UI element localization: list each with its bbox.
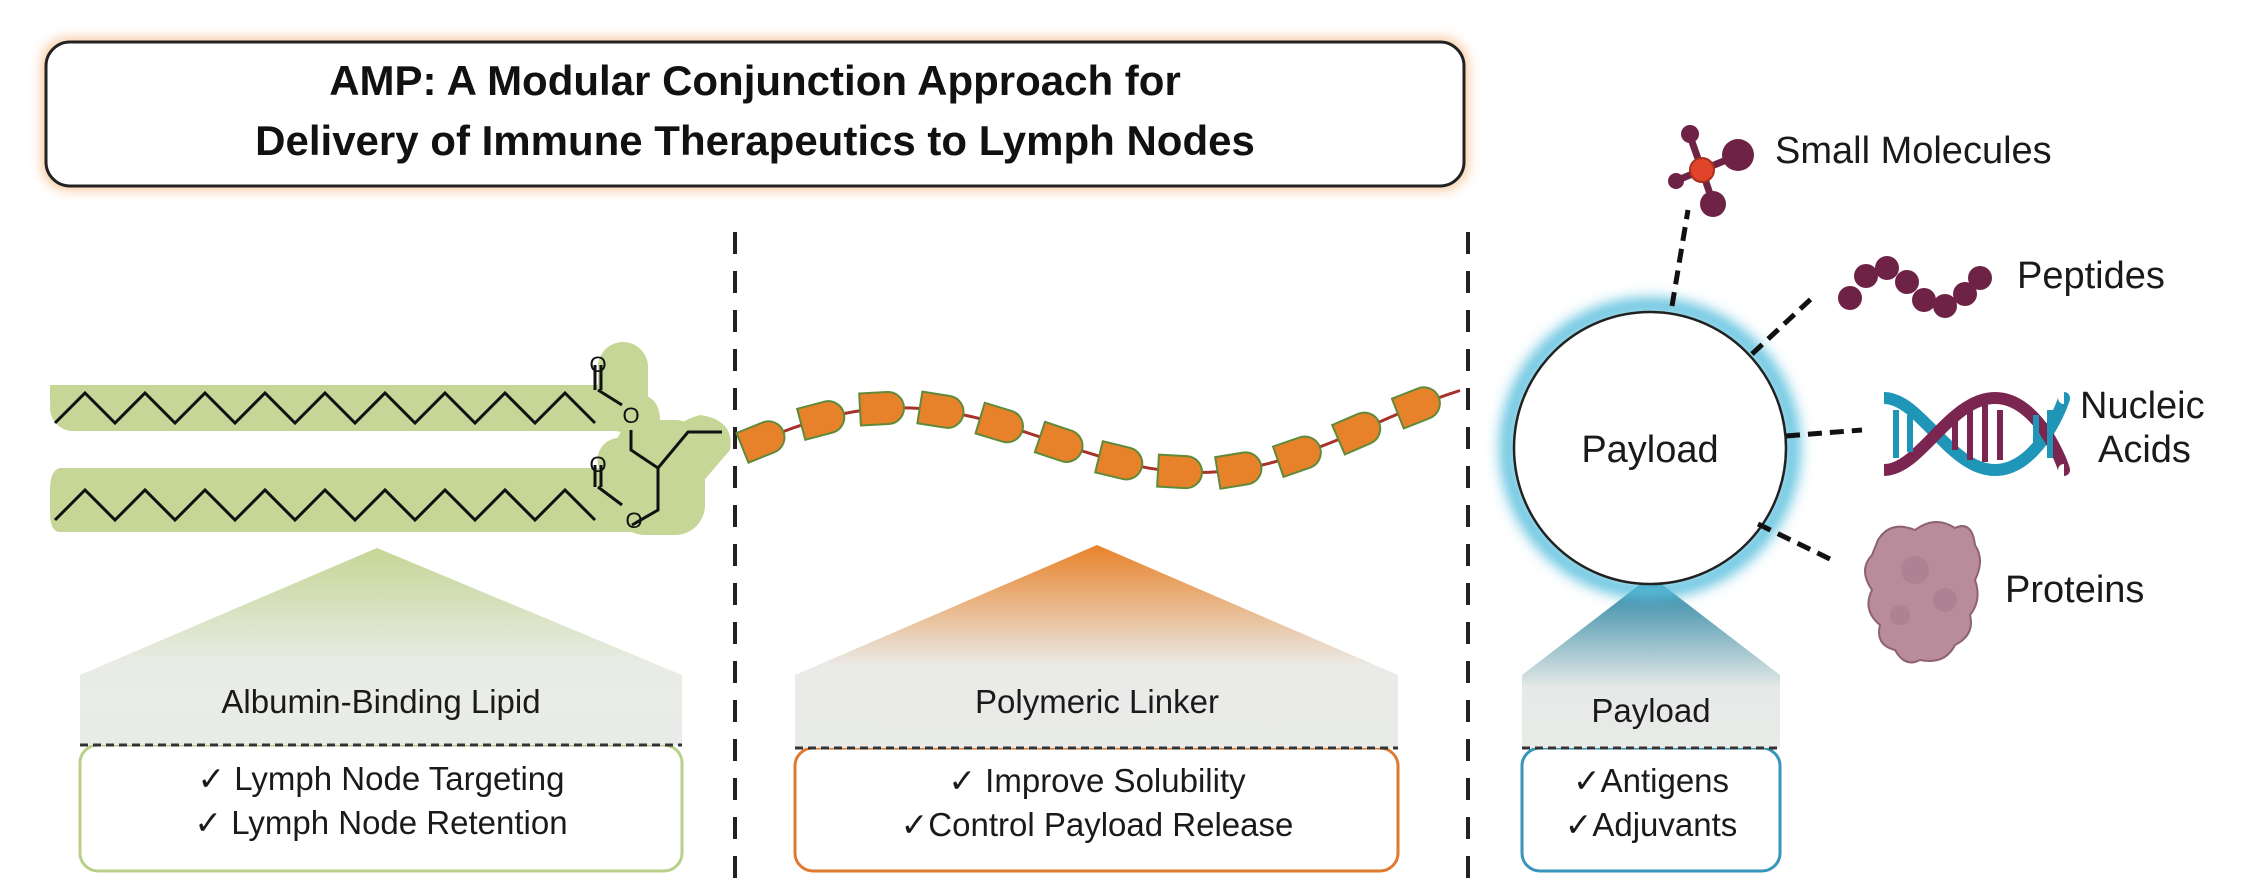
linker-bead [1156, 453, 1203, 490]
title-line-1: AMP: A Modular Conjunction Approach for [329, 57, 1181, 104]
section-heading: Polymeric Linker [975, 683, 1219, 720]
linker-bead [1033, 420, 1084, 463]
svg-text:O: O [622, 403, 639, 428]
linker-bead [858, 390, 905, 427]
small-molecule-icon [1668, 125, 1754, 217]
linker-bead [1330, 411, 1382, 456]
payload-type-label-line2: Acids [2098, 429, 2191, 471]
linker-bead [795, 400, 846, 441]
linker-bead [974, 401, 1024, 444]
lipid-structure-icon: O O O O [50, 342, 731, 535]
linker-bead [1271, 435, 1322, 479]
linker-bead [1094, 440, 1144, 481]
title-line-2: Delivery of Immune Therapeutics to Lymph… [255, 117, 1255, 164]
title-box: AMP: A Modular Conjunction Approach for … [42, 38, 1468, 190]
payload-type-label: Peptides [2017, 255, 2165, 297]
payload-type-label: Nucleic [2080, 385, 2205, 427]
linker-bead [916, 390, 965, 429]
protein-icon [1864, 521, 1981, 664]
payload-connectors [1669, 209, 1863, 565]
section-item: ✓ Improve Solubility [948, 762, 1246, 799]
svg-text:O: O [625, 508, 642, 533]
section-heading: Albumin-Binding Lipid [221, 683, 540, 720]
section-polymeric-linker: Polymeric Linker ✓ Improve Solubility ✓C… [793, 545, 1400, 873]
linker-bead [1390, 386, 1441, 430]
payload-circle: Payload [1500, 298, 1800, 598]
linker-bead [1214, 451, 1263, 490]
section-item: ✓Adjuvants [1565, 806, 1738, 843]
payload-type-label: Small Molecules [1775, 130, 2052, 172]
section-payload: Payload ✓Antigens ✓Adjuvants [1520, 576, 1782, 873]
polymer-linker-icon [735, 386, 1461, 490]
section-item: ✓ Lymph Node Targeting [197, 760, 564, 797]
peptide-chain-icon [1838, 256, 1992, 318]
svg-text:O: O [589, 452, 606, 477]
payload-type-label: Proteins [2005, 569, 2144, 611]
payload-circle-label: Payload [1581, 429, 1718, 471]
section-item: ✓Control Payload Release [901, 806, 1294, 843]
section-albumin-binding-lipid: Albumin-Binding Lipid ✓ Lymph Node Targe… [78, 548, 684, 873]
section-item: ✓Antigens [1573, 762, 1729, 799]
section-item: ✓ Lymph Node Retention [194, 804, 567, 841]
dna-helix-icon [1883, 391, 2071, 477]
linker-bead [735, 420, 786, 464]
svg-text:O: O [589, 352, 606, 377]
section-heading: Payload [1591, 692, 1710, 729]
